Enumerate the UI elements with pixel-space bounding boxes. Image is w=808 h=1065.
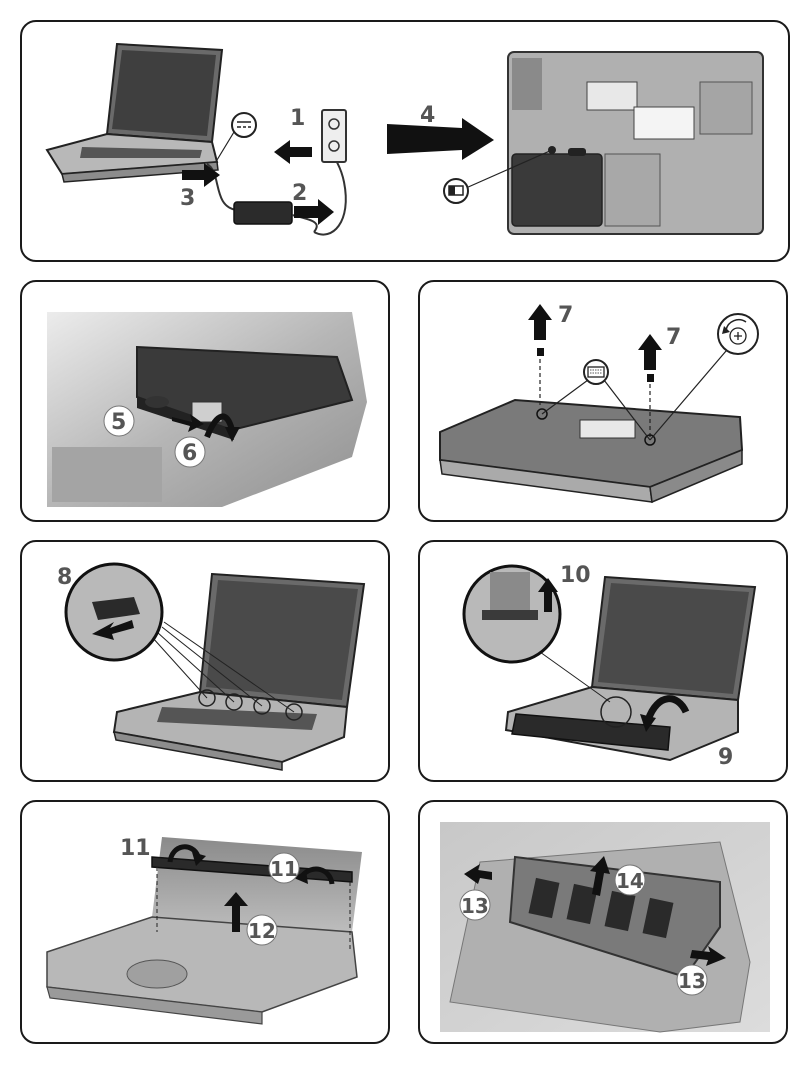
panel-step-1-4: 1 2 3 4 — [20, 20, 790, 262]
dc-power-icon — [232, 113, 256, 137]
step-number-4: 4 — [420, 103, 435, 128]
panel-4-illustration: 8 — [22, 542, 390, 782]
panel-step-9-10: 10 9 — [418, 540, 788, 782]
panel-step-5-6: 5 6 — [20, 280, 390, 522]
battery-icon — [444, 179, 468, 203]
arrow-step-7-right — [638, 334, 662, 370]
panel-step-8: 8 — [20, 540, 390, 782]
battery-pack — [512, 154, 602, 226]
step-number-9: 9 — [718, 745, 733, 770]
step-number-1: 1 — [290, 106, 305, 131]
step-number-7-left: 7 — [558, 303, 573, 328]
step-number-7-right: 7 — [666, 325, 681, 350]
step-number-2: 2 — [292, 181, 307, 206]
ac-adapter — [234, 202, 292, 224]
arrow-step-1 — [274, 140, 312, 164]
arrow-step-4 — [387, 118, 494, 160]
panel-7-illustration: 13 13 14 — [420, 802, 788, 1044]
step-number-3: 3 — [180, 186, 195, 211]
step-number-6: 6 — [182, 441, 197, 466]
laptop-bottom-illustration — [508, 52, 763, 234]
step-number-14: 14 — [616, 869, 644, 893]
panel-6-illustration: 11 11 12 — [22, 802, 390, 1044]
step-number-13-right: 13 — [678, 969, 706, 993]
wall-outlet — [322, 110, 346, 162]
panel-5-illustration: 10 9 — [420, 542, 788, 782]
panel-1-illustration: 1 2 3 4 — [22, 22, 790, 262]
step-number-10: 10 — [560, 563, 591, 588]
step-number-13-left: 13 — [461, 894, 489, 918]
laptop-open-illustration — [47, 44, 222, 182]
panel-step-7: 7 7 — [418, 280, 788, 522]
panel-3-illustration: 7 7 — [420, 282, 788, 522]
panel-step-11-12: 11 11 12 — [20, 800, 390, 1044]
panel-step-13-14: 13 13 14 — [418, 800, 788, 1044]
step-number-11-left: 11 — [120, 836, 151, 861]
panel-2-illustration: 5 6 — [22, 282, 390, 522]
arrow-step-7-left — [528, 304, 552, 340]
step-number-11-right: 11 — [270, 857, 298, 881]
step-number-12: 12 — [248, 919, 276, 943]
step-number-8: 8 — [57, 565, 72, 590]
step-number-5: 5 — [111, 410, 126, 435]
